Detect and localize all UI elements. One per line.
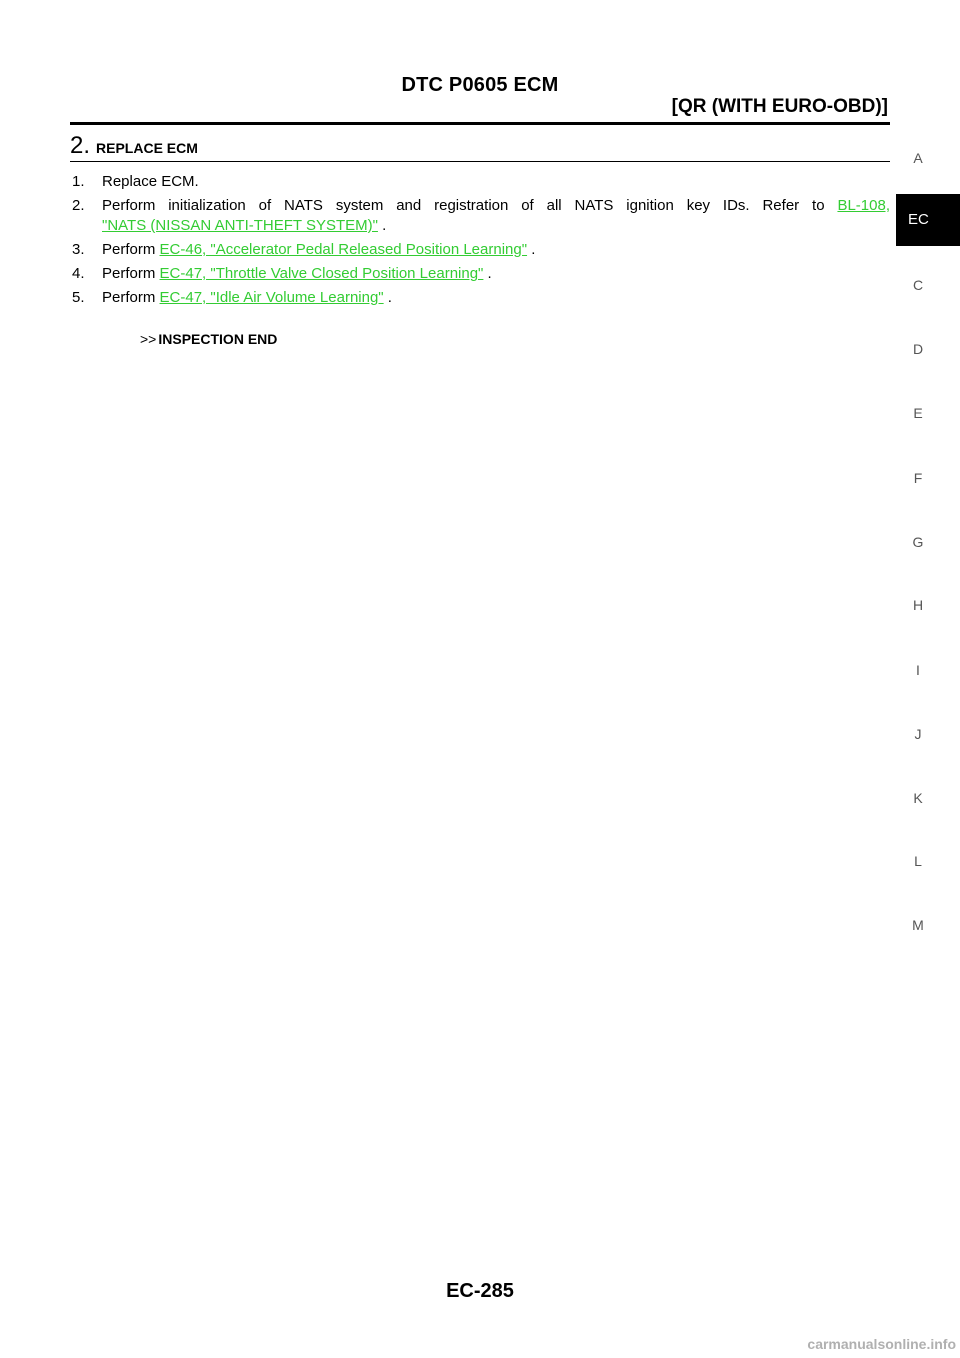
list-item-tail: . (377, 217, 387, 234)
list-item: 3. Perform EC-46, "Accelerator Pedal Rel… (72, 240, 890, 260)
section-index-h[interactable]: H (912, 597, 924, 613)
list-item: 2. Perform initialization of NATS system… (72, 196, 890, 236)
link-ec-47-idle[interactable]: EC-47, "Idle Air Volume Learning" (159, 289, 384, 306)
list-item-body: Perform EC-47, "Idle Air Volume Learning… (102, 288, 890, 308)
list-item-index: 4. (72, 265, 85, 282)
watermark: carmanualsonline.info (807, 1336, 956, 1352)
list-item-text: Perform (102, 289, 160, 306)
result-text: INSPECTION END (158, 331, 278, 347)
step-heading: 2. REPLACE ECM (70, 132, 198, 160)
section-index-f[interactable]: F (913, 470, 923, 486)
result-line: >>INSPECTION END (140, 331, 277, 347)
list-item-body: Perform EC-46, "Accelerator Pedal Releas… (102, 240, 890, 260)
list-item-tail: . (483, 265, 492, 282)
link-bl-108[interactable]: BL-108, (837, 197, 890, 214)
step-title: REPLACE ECM (96, 140, 198, 156)
section-index-c[interactable]: C (912, 277, 924, 293)
section-index-j[interactable]: J (914, 726, 922, 742)
list-item-text: Perform (102, 265, 160, 282)
list-item-tail: . (383, 289, 392, 306)
header-divider (70, 122, 890, 125)
list-item-text: Perform initialization of NATS system an… (102, 197, 825, 214)
list-item-body: Perform initialization of NATS system an… (102, 196, 890, 236)
link-ec-47-throttle[interactable]: EC-47, "Throttle Valve Closed Position L… (159, 265, 484, 282)
list-item-index: 1. (72, 173, 85, 190)
section-index-a[interactable]: A (913, 150, 923, 166)
list-item: 1. Replace ECM. (72, 172, 890, 192)
step-divider (70, 161, 890, 162)
step-number: 2. (70, 132, 91, 159)
list-item-index: 2. (72, 197, 85, 214)
section-index-e[interactable]: E (913, 405, 923, 421)
result-arrows: >> (140, 331, 157, 347)
page-subtitle: [QR (WITH EURO-OBD)] (671, 96, 888, 117)
link-nats-system[interactable]: "NATS (NISSAN ANTI-THEFT SYSTEM)" (102, 217, 378, 234)
list-item-body: Perform EC-47, "Throttle Valve Closed Po… (102, 264, 890, 284)
section-index-i[interactable]: I (916, 662, 920, 678)
section-index-ec[interactable]: EC (896, 194, 960, 246)
page-title: DTC P0605 ECM (401, 74, 559, 96)
section-index-k[interactable]: K (913, 790, 923, 806)
procedure-list: 1. Replace ECM. 2. Perform initializatio… (72, 172, 890, 312)
list-item-index: 5. (72, 289, 85, 306)
list-item-index: 3. (72, 241, 85, 258)
section-index-g[interactable]: G (912, 534, 924, 550)
list-item: 4. Perform EC-47, "Throttle Valve Closed… (72, 264, 890, 284)
section-index-sidebar: A EC C D E F G H I J K L M (896, 0, 960, 1358)
page-number: EC-285 (446, 1280, 514, 1302)
link-ec-46[interactable]: EC-46, "Accelerator Pedal Released Posit… (159, 241, 528, 258)
section-index-d[interactable]: D (912, 341, 924, 357)
list-item-text: Perform (102, 241, 160, 258)
section-index-l[interactable]: L (914, 853, 922, 869)
section-index-m[interactable]: M (912, 917, 924, 933)
list-item: 5. Perform EC-47, "Idle Air Volume Learn… (72, 288, 890, 308)
list-item-text: Replace ECM. (102, 173, 199, 190)
list-item-tail: . (527, 241, 536, 258)
